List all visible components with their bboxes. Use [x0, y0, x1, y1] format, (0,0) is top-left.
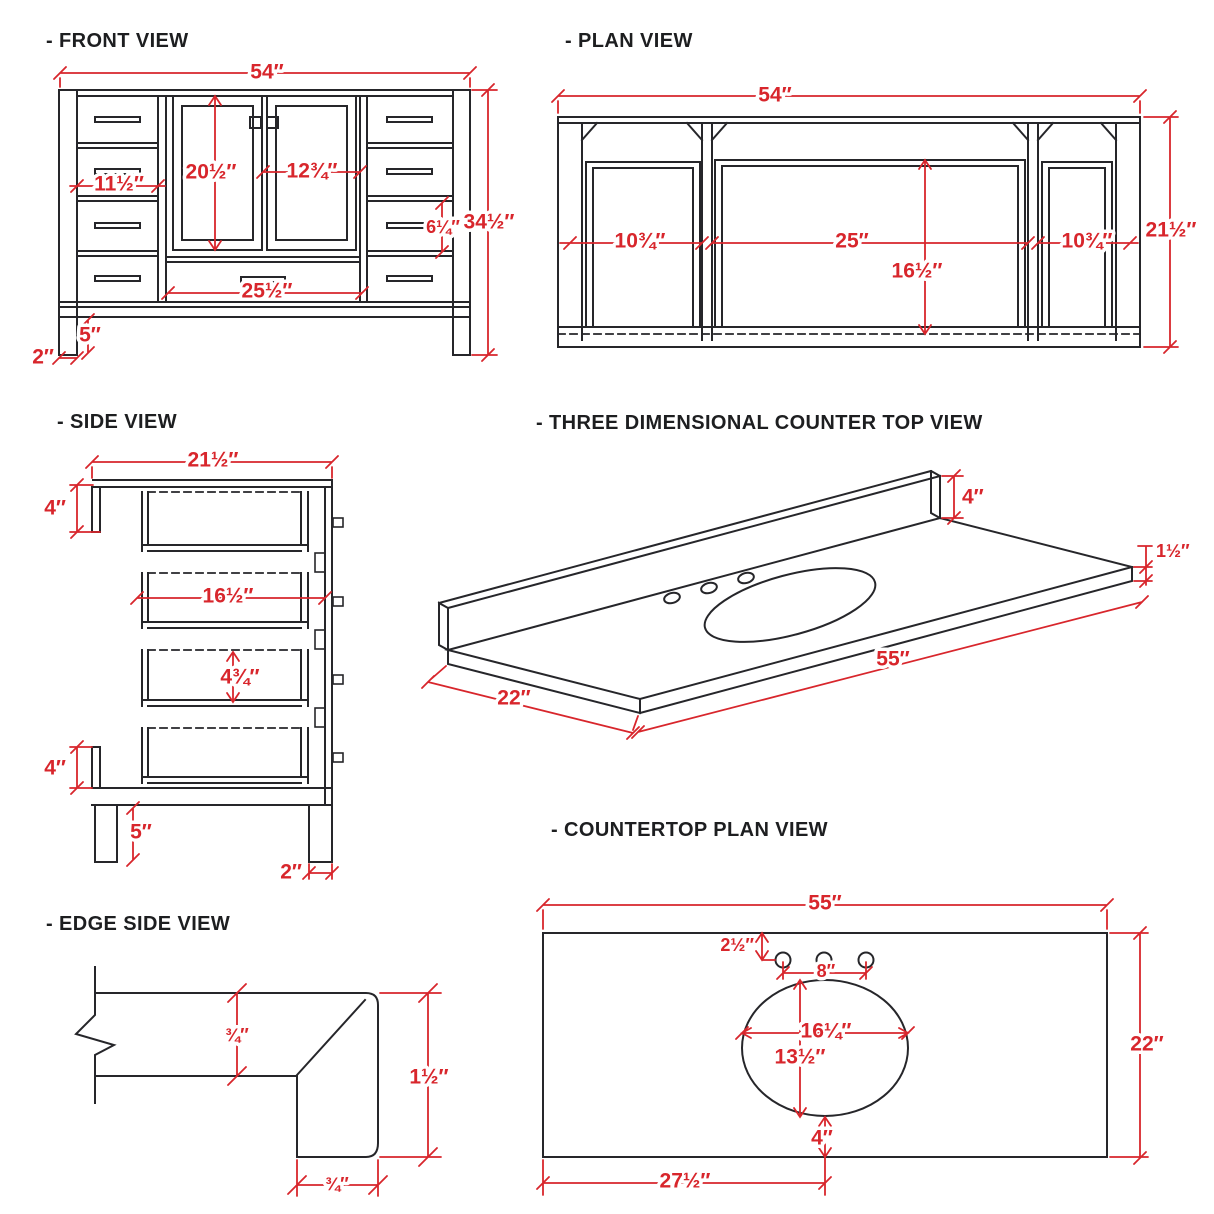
dim-side-bottom-rail: 4″ [44, 757, 66, 780]
dim-faucet-spread: 8″ [817, 961, 836, 981]
dim-sink-center-from-left: 27½″ [660, 1170, 711, 1193]
dim-slab-thickness: ¾″ [225, 1025, 249, 1045]
dim-side-depth: 21½″ [188, 449, 239, 472]
dim-backsplash-height: 4″ [962, 486, 984, 509]
countertop-plan-dimension-lines [536, 898, 1149, 1196]
dim-front-center-drawer-width: 25½″ [242, 280, 293, 303]
dim-plan-center-opening: 25″ [835, 230, 868, 253]
side-view: - SIDE VIEW [44, 411, 344, 884]
dim-side-leg-depth: 2″ [280, 861, 302, 884]
dim-faucet-offset: 2½″ [720, 935, 754, 955]
dim-edge-thickness-3d: 1½″ [1156, 541, 1190, 561]
countertop-3d-dimension-lines [421, 469, 1153, 740]
dim-counter-depth-3d: 22″ [497, 687, 530, 710]
front-view-linework [58, 89, 471, 356]
dim-sink-depth: 13½″ [775, 1046, 826, 1069]
dim-front-drawer-height: 6¼″ [426, 217, 460, 237]
edge-side-view-title: - EDGE SIDE VIEW [46, 913, 230, 935]
countertop-plan-title: - COUNTERTOP PLAN VIEW [551, 819, 828, 841]
door-knob-left [249, 116, 262, 129]
front-view-dimension-lines [52, 66, 498, 365]
dim-front-overall-width: 54″ [250, 61, 283, 84]
door-knob-right [266, 116, 279, 129]
dim-front-overall-height: 34½″ [464, 211, 515, 234]
dim-side-drawer-depth: 16½″ [203, 585, 254, 608]
dim-edge-width: ¾″ [325, 1174, 349, 1194]
front-view: - FRONT VIEW [32, 30, 518, 369]
plan-view-linework [557, 116, 1141, 348]
side-view-linework [91, 479, 344, 863]
countertop-3d-linework [437, 469, 1136, 715]
dim-front-side-drawer-width: 11½″ [94, 173, 144, 196]
dim-plan-right-opening: 10¾″ [1062, 230, 1113, 253]
faucet-holes-3d [663, 571, 755, 605]
side-view-title: - SIDE VIEW [57, 411, 177, 433]
sink-cutout-3d [703, 567, 877, 643]
plan-view: - PLAN VIEW 54″ 21½″ 10¾″ 25″ 10¾″ 16½″ [551, 30, 1200, 354]
dim-front-door-height: 20½″ [186, 161, 237, 184]
dim-plan-overall-depth: 21½″ [1146, 219, 1197, 242]
dim-front-toe-kick: 5″ [79, 324, 101, 347]
dim-ctplan-depth: 22″ [1130, 1033, 1163, 1056]
edge-side-dimension-lines [227, 983, 442, 1197]
drawer-box-sections [141, 491, 309, 784]
countertop-plan-view: - COUNTERTOP PLAN VIEW 55″ 22″ 2½″ 8″ 16… [536, 819, 1167, 1196]
plan-view-title: - PLAN VIEW [565, 30, 693, 52]
side-view-dimension-lines [69, 455, 339, 880]
dim-front-doors-width: 12¾″ [287, 160, 338, 183]
drawer-glide-hardware [314, 517, 344, 763]
dim-plan-interior-depth: 16½″ [892, 260, 943, 283]
countertop-3d-title: - THREE DIMENSIONAL COUNTER TOP VIEW [536, 412, 983, 434]
drawer-handles [94, 116, 433, 283]
dim-counter-length-3d: 55″ [876, 648, 909, 671]
dim-plan-overall-width: 54″ [758, 84, 791, 107]
edge-side-linework [74, 966, 379, 1158]
dim-side-top-rail: 4″ [44, 497, 66, 520]
front-view-title: - FRONT VIEW [46, 30, 189, 52]
dim-ctplan-length: 55″ [808, 892, 841, 915]
plan-view-dimension-lines [551, 89, 1179, 354]
dim-side-drawer-height: 4¾″ [220, 666, 259, 689]
dim-front-leg-width: 2″ [32, 346, 54, 369]
dim-sink-width: 16¼″ [801, 1020, 852, 1043]
countertop-3d-view: - THREE DIMENSIONAL COUNTER TOP VIEW 4″ … [421, 412, 1190, 740]
edge-side-view: - EDGE SIDE VIEW ¾″ 1½″ ¾″ [46, 913, 452, 1198]
dim-plan-left-opening: 10¾″ [615, 230, 666, 253]
dim-side-toe-kick: 5″ [130, 821, 152, 844]
dim-edge-height: 1½″ [409, 1066, 448, 1089]
dim-sink-to-front: 4″ [811, 1127, 833, 1150]
